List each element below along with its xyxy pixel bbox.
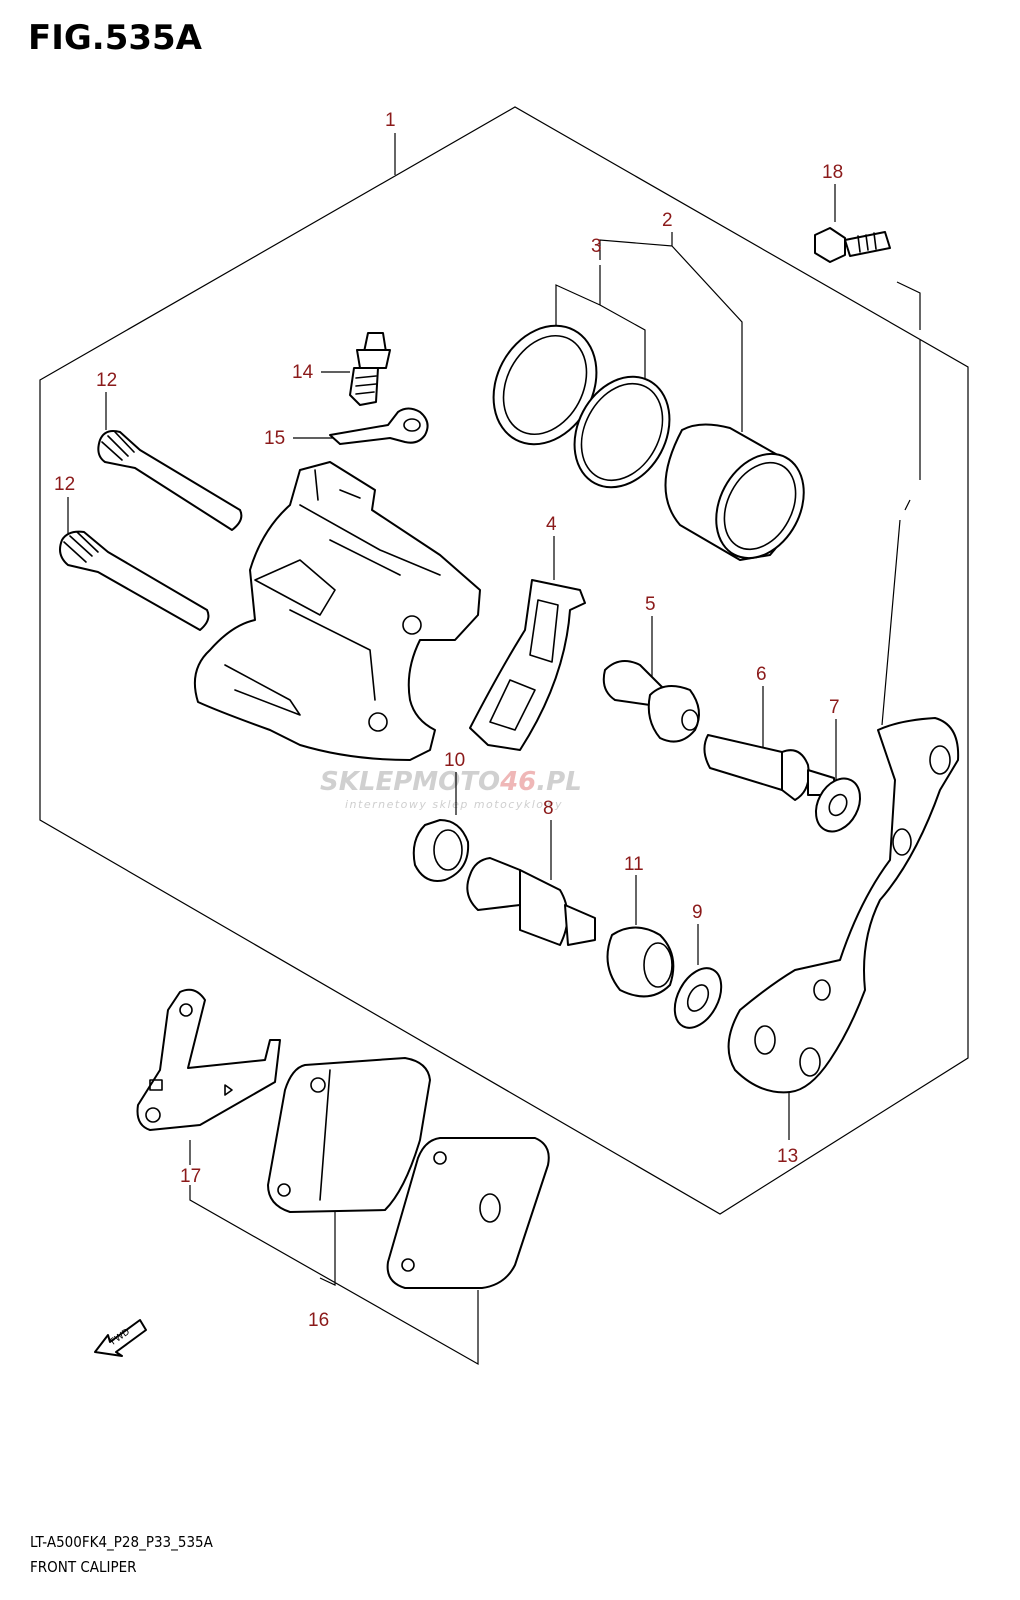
callout-4: 4 <box>546 514 557 535</box>
section-name: FRONT CALIPER <box>30 1558 137 1576</box>
callout-16: 16 <box>308 1310 329 1331</box>
callout-6: 6 <box>756 664 767 685</box>
assembly-boundary-line <box>39 106 969 1215</box>
pad-spring-part-4 <box>469 579 586 751</box>
brake-pad-part-16-front <box>386 1137 550 1289</box>
svg-text:SKLEPMOTO46.PL: SKLEPMOTO46.PL <box>320 767 582 797</box>
caliper-bracket-part-13 <box>727 717 960 1094</box>
callout-14: 14 <box>292 362 314 383</box>
callout-12-lower: 12 <box>54 474 75 495</box>
callout-15: 15 <box>264 428 285 449</box>
callout-3: 3 <box>591 236 602 257</box>
bleeder-cap-part-15 <box>329 407 429 445</box>
callout-labels: 1 2 3 4 5 6 7 8 9 10 11 12 12 13 14 15 1… <box>54 110 843 1331</box>
callout-17: 17 <box>180 1166 201 1187</box>
watermark: SKLEPMOTO46.PL internetowy sklep motocyk… <box>320 767 582 811</box>
callout-2: 2 <box>662 210 673 231</box>
brake-pad-part-16-rear <box>267 1057 431 1213</box>
washer-part-9 <box>673 967 723 1029</box>
boot-part-11 <box>606 926 675 998</box>
boot-part-10 <box>412 819 470 882</box>
piston-seal-part-3 <box>492 324 671 489</box>
callout-7: 7 <box>829 697 840 718</box>
leader-lines <box>67 133 921 1366</box>
callout-5: 5 <box>645 594 656 615</box>
callout-13: 13 <box>777 1146 798 1167</box>
washer-part-7 <box>814 777 862 833</box>
figure-title: FIG.535A <box>28 18 202 58</box>
callout-1: 1 <box>385 110 396 131</box>
bleeder-valve-part-14 <box>349 332 391 406</box>
slide-pin-part-12-lower <box>59 530 210 631</box>
callout-11: 11 <box>624 854 644 875</box>
bolt-part-18 <box>814 227 891 263</box>
callout-18: 18 <box>822 162 843 183</box>
piston-part-2 <box>664 423 805 561</box>
callout-8: 8 <box>543 798 554 819</box>
washer-part-9-hole <box>686 984 710 1012</box>
fwd-arrow-icon: FWD <box>94 1319 147 1357</box>
svg-text:internetowy sklep motocyklowy: internetowy sklep motocyklowy <box>345 798 563 811</box>
slide-pin-part-12-upper <box>97 430 243 531</box>
callout-12-upper: 12 <box>96 370 117 391</box>
washer-part-7-hole <box>828 793 848 817</box>
model-code: LT-A500FK4_P28_P33_535A <box>30 1533 213 1551</box>
slide-pin-part-8 <box>466 857 596 946</box>
caliper-body <box>194 461 481 761</box>
caliper-bolt-part-6 <box>703 734 836 801</box>
callout-9: 9 <box>692 902 703 923</box>
caliper-pin-part-5 <box>602 660 700 743</box>
callout-10: 10 <box>444 750 465 771</box>
pad-shim-part-17 <box>136 988 281 1131</box>
